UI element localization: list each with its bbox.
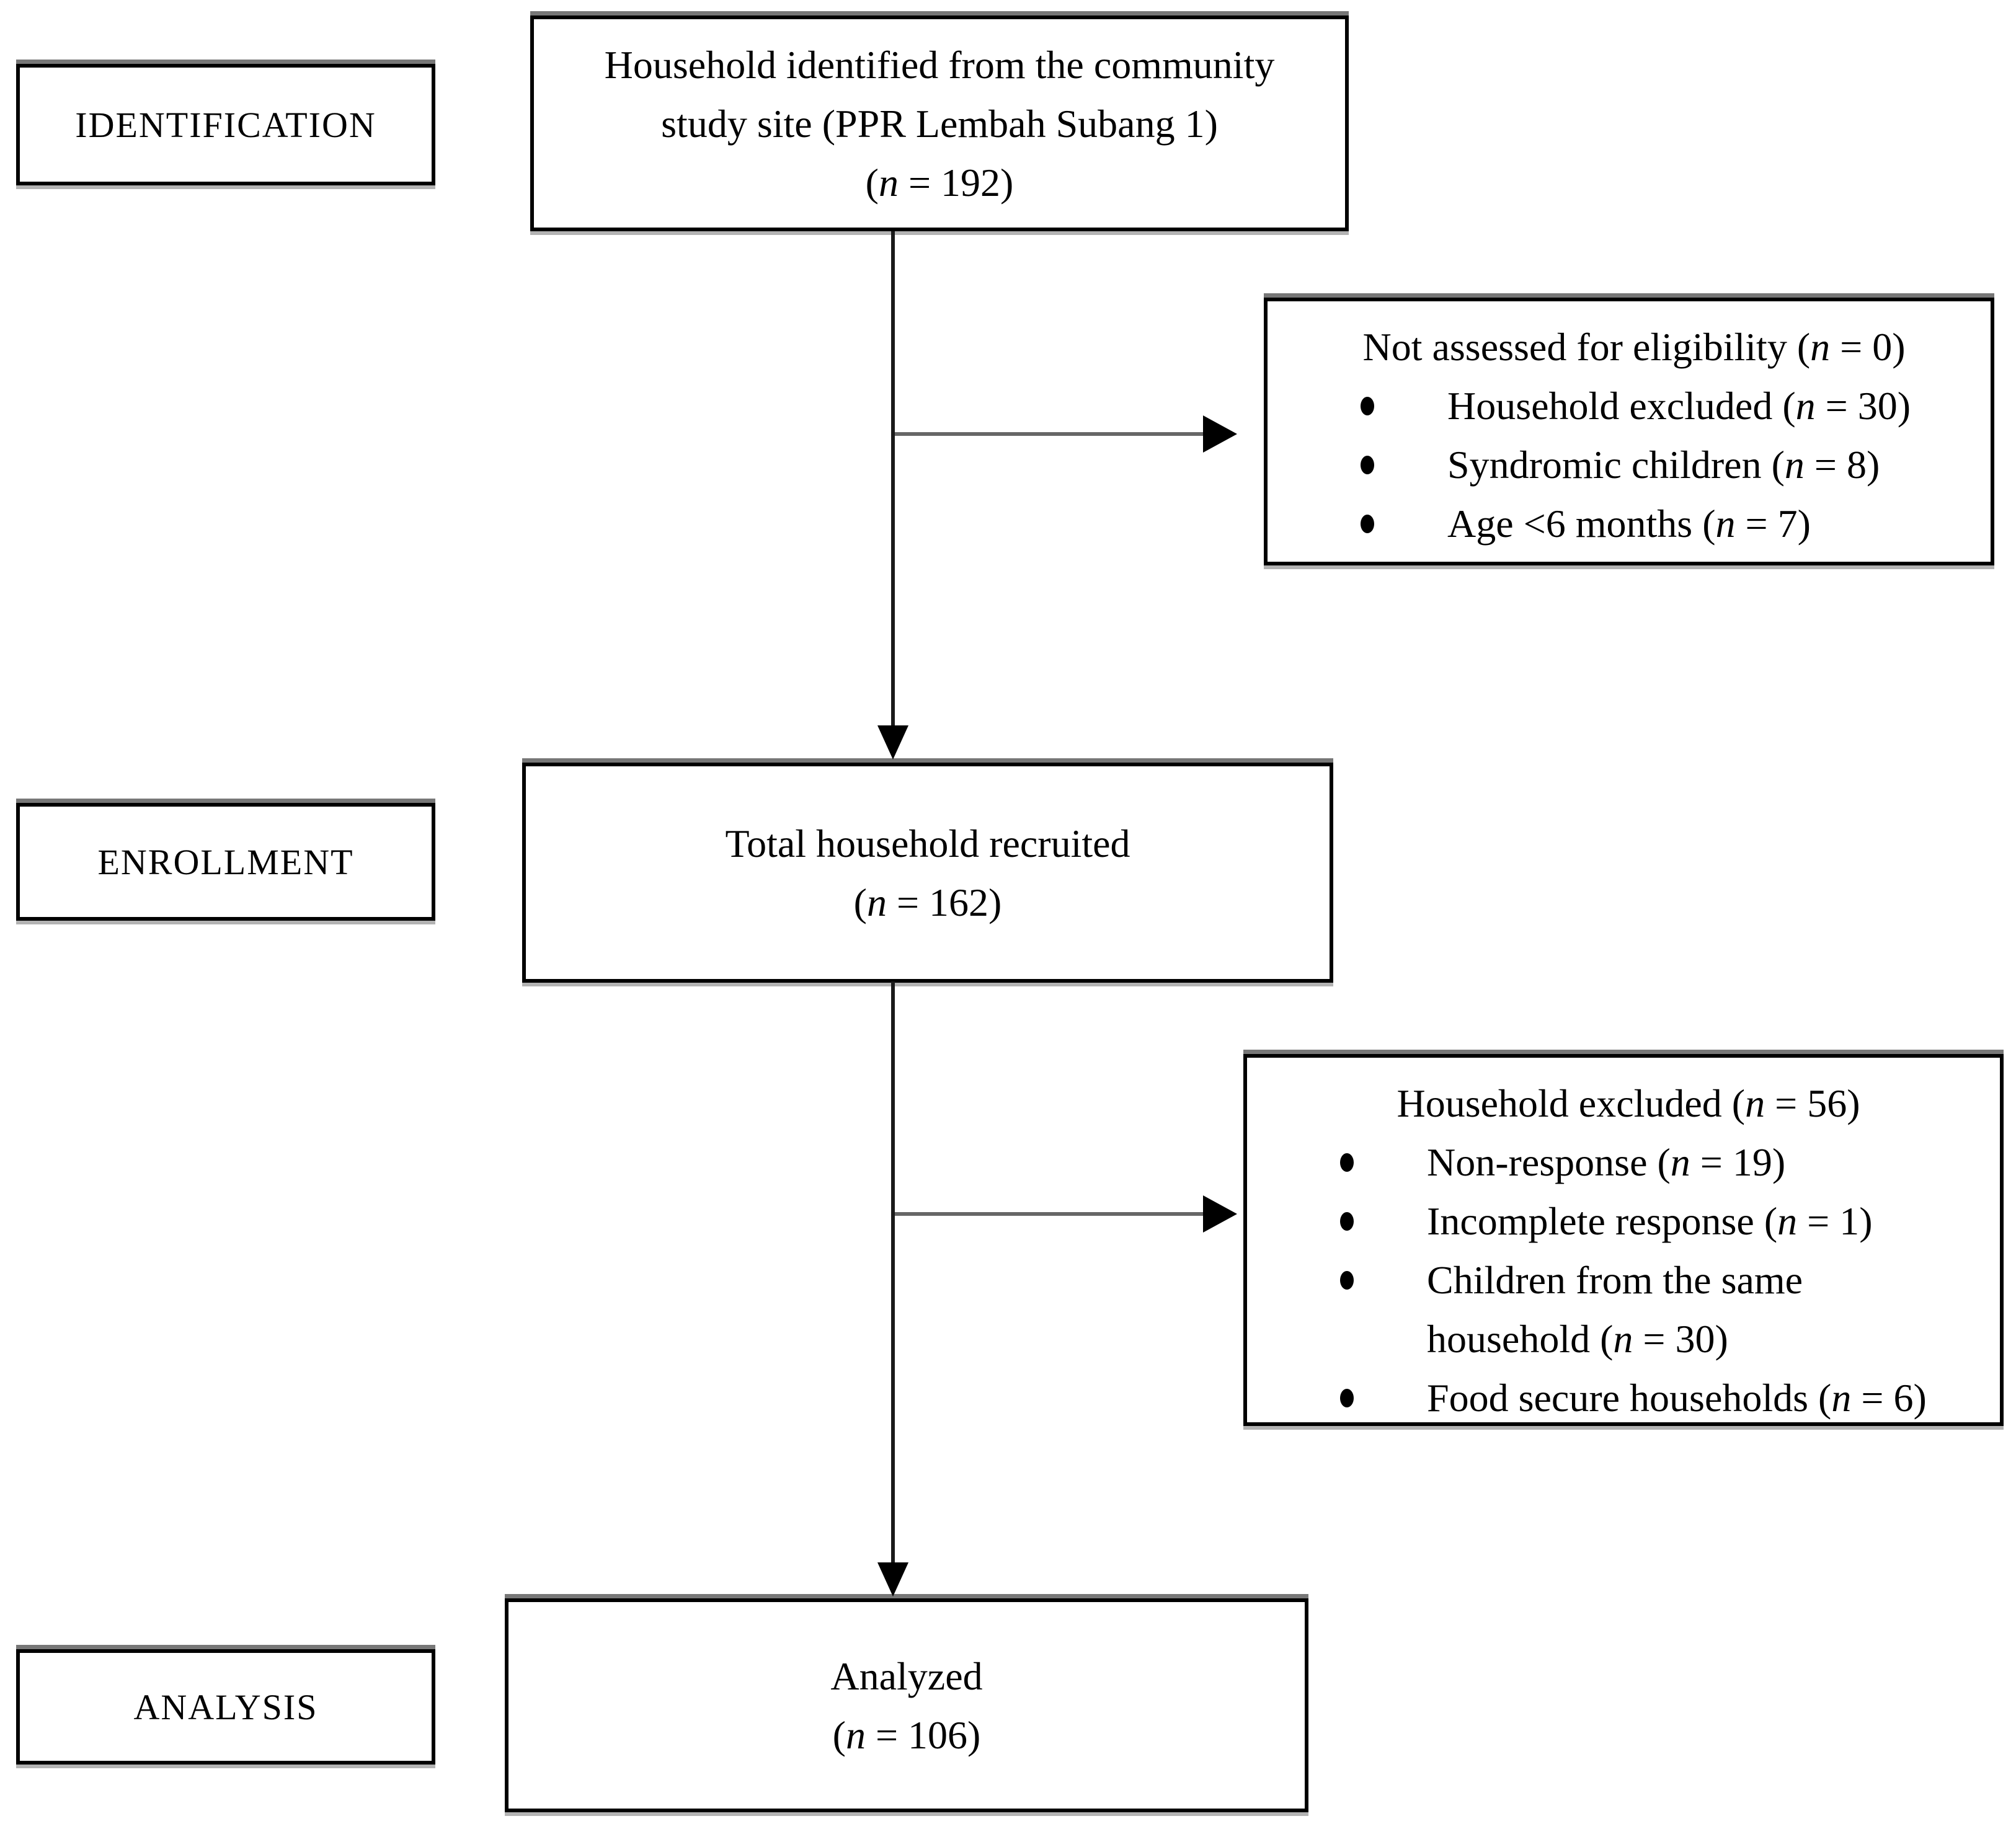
connector-horizontal-to-excluded (895, 1212, 1205, 1216)
connector-vertical-identified-to-recruited (891, 231, 895, 727)
arrowhead-down-to-analyzed (877, 1562, 908, 1596)
text-line: Analyzed (830, 1654, 983, 1698)
list-item: Incomplete response (n = 1) (1340, 1192, 1991, 1251)
arrowhead-right-to-excluded (1203, 1195, 1237, 1233)
stage-label-enrollment: ENROLLMENT (16, 803, 435, 921)
connector-vertical-recruited-to-analyzed (891, 981, 895, 1564)
arrowhead-right-to-not-assessed (1203, 415, 1237, 453)
bullet-icon (1361, 397, 1374, 415)
list-item-text: Household excluded (n = 30) (1447, 384, 1911, 428)
list-item: Food secure households (n = 6) (1340, 1368, 1991, 1427)
bullet-icon (1361, 456, 1374, 474)
box-household-identified: Household identified from the community s… (530, 16, 1349, 231)
list-item: Age <6 months (n = 7) (1361, 494, 1982, 553)
arrowhead-down-to-recruited (877, 725, 908, 760)
side-box-title: Household excluded (n = 56) (1397, 1081, 1860, 1125)
stage-label-analysis: ANALYSIS (16, 1649, 435, 1765)
list-item: Household excluded (n = 30) (1361, 376, 1982, 435)
list-item: Non-response (n = 19) (1340, 1133, 1991, 1192)
list-item: Syndromic children (n = 8) (1361, 435, 1982, 494)
text-line: (n = 106) (832, 1712, 981, 1757)
stage-label-identification: IDENTIFICATION (16, 64, 435, 185)
text-line: (n = 192) (865, 160, 1014, 205)
box-analyzed: Analyzed (n = 106) (505, 1598, 1308, 1812)
list-item-text: Incomplete response (n = 1) (1427, 1199, 1873, 1243)
text-line: (n = 162) (853, 880, 1002, 924)
bullet-icon (1340, 1271, 1354, 1290)
list-item-text: Non-response (n = 19) (1427, 1140, 1786, 1184)
text-line: Total household recruited (725, 821, 1130, 866)
list-item-text: Syndromic children (n = 8) (1447, 443, 1880, 487)
bullet-icon (1340, 1389, 1354, 1407)
box-not-assessed: Not assessed for eligibility (n = 0) Hou… (1264, 298, 1994, 565)
exclusion-list: Household excluded (n = 30) Syndromic chi… (1286, 376, 1982, 553)
box-household-excluded: Household excluded (n = 56) Non-response… (1243, 1054, 2004, 1426)
bullet-icon (1340, 1153, 1354, 1172)
text-line: Household identified from the community (604, 42, 1275, 87)
list-item-text: Age <6 months (n = 7) (1447, 502, 1811, 546)
box-total-recruited: Total household recruited (n = 162) (522, 763, 1333, 983)
list-item-text: Children from the same household (n = 30… (1427, 1258, 1803, 1361)
exclusion-list: Non-response (n = 19) Incomplete response… (1266, 1133, 1991, 1427)
side-box-title: Not assessed for eligibility (n = 0) (1362, 325, 1906, 369)
list-item: Children from the same household (n = 30… (1340, 1251, 1991, 1368)
connector-horizontal-to-not-assessed (895, 432, 1205, 436)
bullet-icon (1361, 515, 1374, 533)
bullet-icon (1340, 1212, 1354, 1231)
text-line: study site (PPR Lembah Subang 1) (661, 101, 1218, 146)
list-item-text: Food secure households (n = 6) (1427, 1376, 1927, 1420)
